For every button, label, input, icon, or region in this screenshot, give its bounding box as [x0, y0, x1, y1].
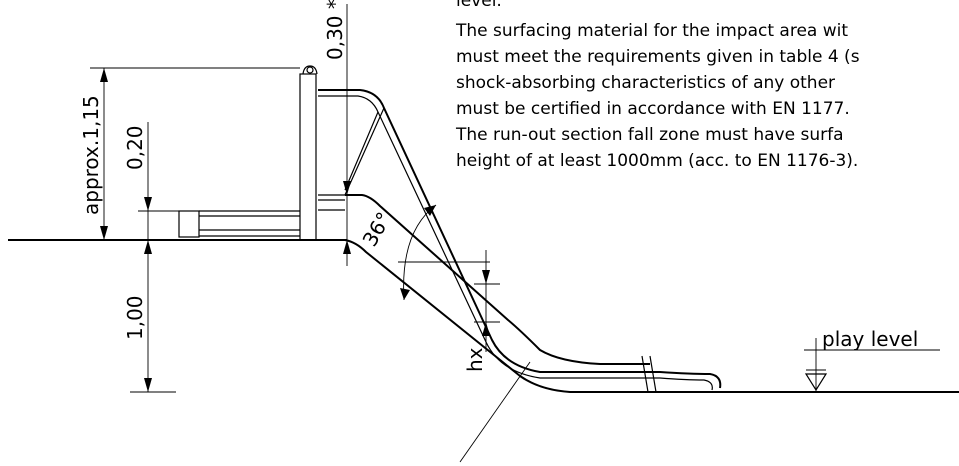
dim-clearance-label: 0,30 * [323, 0, 347, 60]
play-level-label: play level [822, 327, 918, 351]
dim-approx-height-label: approx.1,15 [79, 95, 103, 215]
dim-rail-height: 0,20 [123, 122, 179, 254]
dim-below-ground: 1,00 [123, 240, 176, 393]
leader-line [459, 361, 531, 463]
slide-bed-upper [345, 194, 650, 365]
dim-approx-height: approx.1,15 [79, 67, 300, 240]
play-level-marker: play level [804, 327, 940, 392]
runout-end-1 [641, 355, 649, 393]
note-line-5: The run-out section fall zone must have … [455, 125, 844, 145]
note-line-2: must meet the requirements given in tabl… [456, 47, 860, 67]
platform-bench [178, 210, 300, 238]
note-line-0: level. [456, 0, 502, 11]
dim-hx-label: hx [463, 347, 487, 372]
dim-rail-height-label: 0,20 [123, 125, 147, 170]
notes-block: level. The surfacing material for the im… [455, 0, 860, 171]
dim-below-ground-label: 1,00 [123, 295, 147, 340]
note-line-3: shock-absorbing characteristics of any o… [456, 73, 835, 93]
note-line-6: height of at least 1000mm (acc. to EN 11… [456, 151, 858, 171]
slide-post [299, 65, 345, 241]
runout-end-2 [649, 355, 657, 393]
slide-handrail-outer [318, 89, 722, 389]
slide-strut [344, 107, 385, 196]
note-line-4: must be certified in accordance with EN … [456, 99, 850, 119]
note-line-1: The surfacing material for the impact ar… [455, 21, 848, 41]
slide-strut-2 [344, 111, 379, 191]
dim-hx: hx [463, 250, 500, 372]
slide-handrail-inner [318, 95, 713, 391]
dim-clearance: 0,30 * [323, 0, 351, 266]
